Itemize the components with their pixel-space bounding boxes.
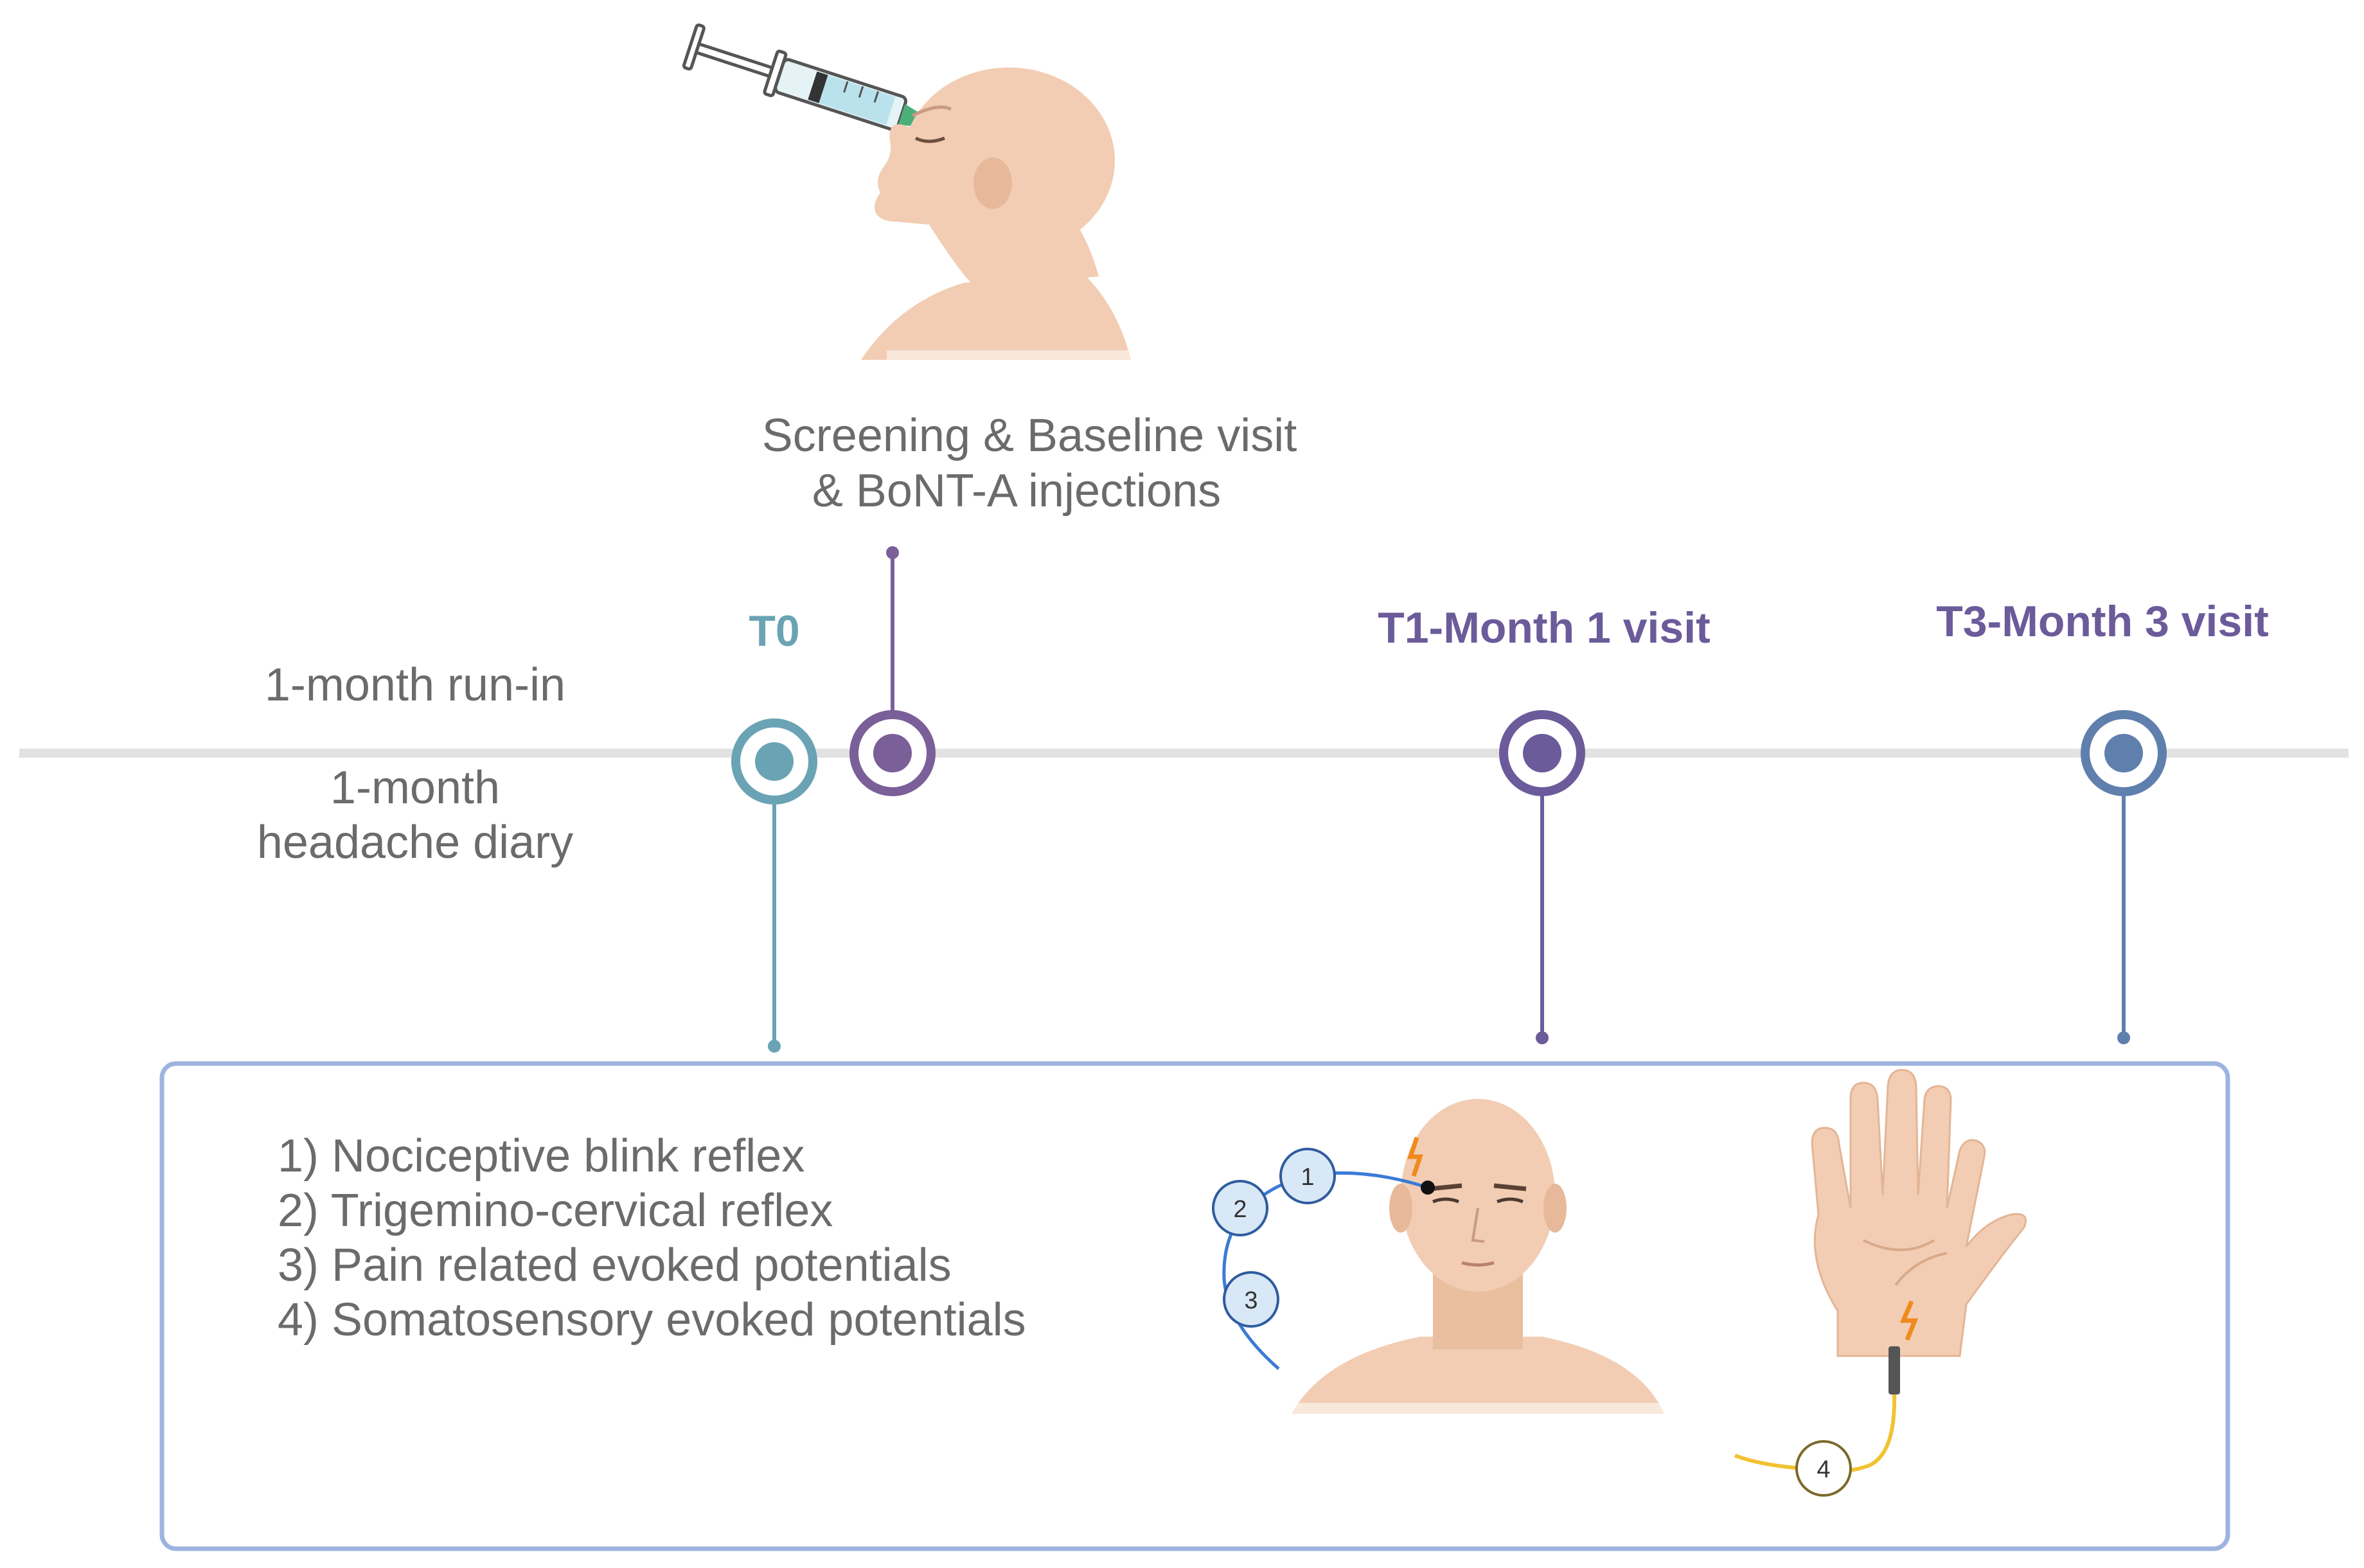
- procedure-item: 3) Pain related evoked potentials: [278, 1240, 952, 1291]
- electrode-marker-3: 3: [1223, 1271, 1279, 1328]
- head-profile-icon: [861, 67, 1131, 370]
- electrode-marker-1: 1: [1279, 1148, 1336, 1204]
- face-front-icon: [1292, 1099, 1664, 1425]
- t1-marker: [1499, 710, 1585, 1044]
- electrode-marker-2: 2: [1212, 1180, 1268, 1236]
- procedure-item: 4) Somatosensory evoked potentials: [278, 1294, 1026, 1346]
- baseline-label-line2: & BoNT-A injections: [812, 465, 1221, 517]
- lightning-icon: [1899, 1300, 1919, 1341]
- milestone-t1-label: T1-Month 1 visit: [1378, 603, 1711, 652]
- electrode-dot: [1421, 1180, 1435, 1195]
- milestone-t0-label: T0: [749, 607, 799, 655]
- milestone-t3-label: T3-Month 3 visit: [1936, 597, 2269, 646]
- electrode-icon: [1889, 1346, 1900, 1394]
- baseline-marker: [849, 546, 936, 796]
- procedure-item: 1) Nociceptive blink reflex: [278, 1130, 804, 1182]
- hand-icon: [1811, 1069, 2027, 1357]
- diary-label-line2: headache diary: [257, 817, 573, 868]
- runin-label: 1-month run-in: [265, 659, 565, 711]
- svg-text:1: 1: [1301, 1164, 1314, 1191]
- t3-marker: [2081, 710, 2167, 1044]
- diary-label-line1: 1-month: [330, 762, 500, 814]
- baseline-label-line1: Screening & Baseline visit: [762, 410, 1297, 461]
- t0-marker: [731, 718, 817, 1053]
- svg-text:3: 3: [1244, 1287, 1258, 1314]
- svg-text:2: 2: [1233, 1196, 1247, 1223]
- lightning-icon: [1407, 1136, 1423, 1177]
- procedure-item: 2) Trigemino-cervical reflex: [278, 1185, 833, 1236]
- electrode-marker-4: 4: [1795, 1440, 1852, 1497]
- procedures-box: [159, 1061, 2230, 1551]
- svg-text:4: 4: [1817, 1456, 1830, 1483]
